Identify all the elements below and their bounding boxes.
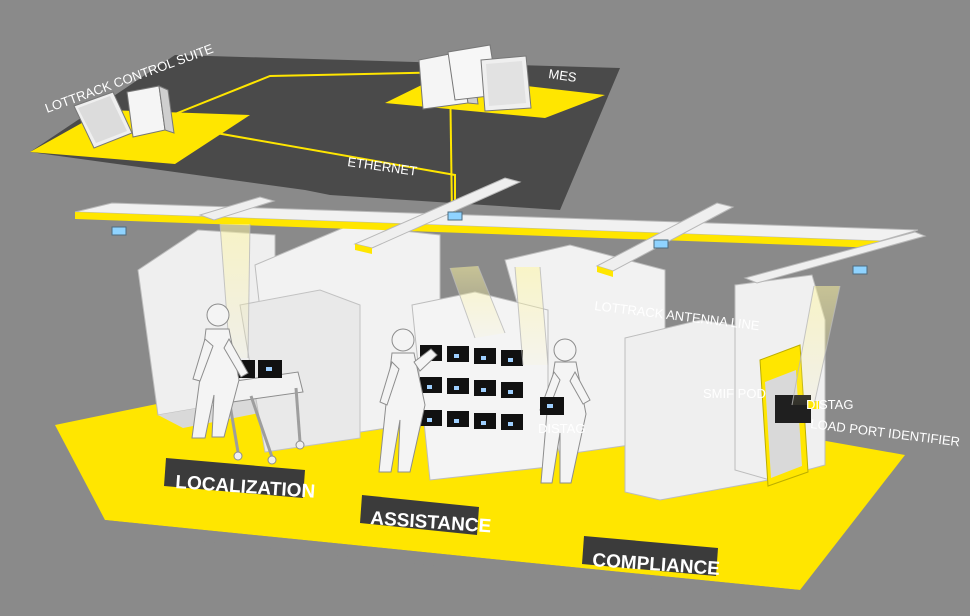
control-room: LOTTRACK CONTROL SUITE MES ETHERNET [30, 41, 620, 215]
mes-label: MES [548, 66, 578, 85]
people [191, 303, 591, 484]
shelf-rack [411, 291, 549, 481]
antenna-node-3 [653, 239, 669, 249]
distag-right-label: DISTAG [806, 397, 853, 412]
smif-pod-label: SMIF POD [703, 386, 766, 401]
signal-beams [219, 223, 841, 406]
person-left [191, 303, 249, 439]
distag-center-label: DISTAG [538, 421, 585, 436]
person-center-right [539, 338, 591, 484]
mes-workstation [418, 44, 532, 112]
assistance-label-box: ASSISTANCE [360, 495, 492, 537]
antenna-node-4 [852, 265, 868, 275]
person-center-left [378, 328, 438, 473]
antenna-node-1 [111, 226, 127, 236]
antenna-node-2 [447, 211, 463, 221]
ethernet-line-top [164, 71, 456, 119]
control-suite-workstation [73, 85, 175, 149]
